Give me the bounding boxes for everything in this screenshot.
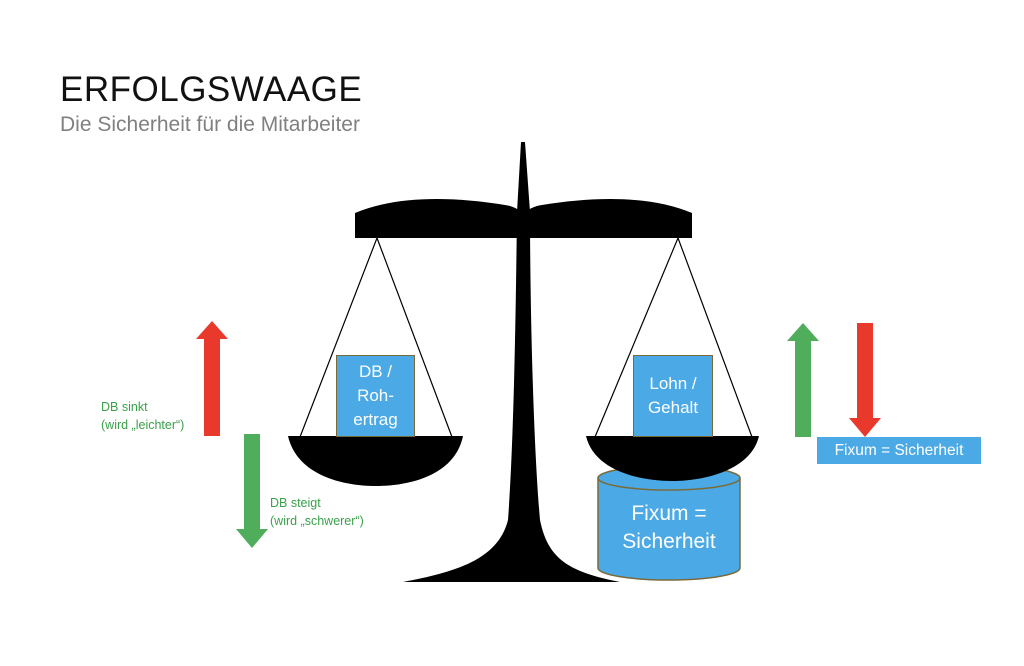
- lohn-gehalt-box: Lohn / Gehalt: [633, 355, 713, 437]
- right-pan-string-left: [594, 237, 679, 438]
- db-sinkt-label: DB sinkt (wird „leichter“): [101, 400, 185, 432]
- scale-stand: [403, 210, 620, 582]
- db-rohertrag-box: DB / Roh- ertrag: [336, 355, 415, 437]
- green-up-arrow-right: [787, 323, 819, 437]
- left-pan: [288, 436, 463, 486]
- db-steigt-label: DB steigt (wird „schwerer“): [270, 496, 364, 528]
- left-pan-string-left: [299, 237, 378, 438]
- left-pan-string-right: [376, 237, 453, 438]
- scale-beam: [355, 199, 692, 238]
- red-down-arrow-right: [849, 323, 881, 437]
- fixum-sicherheit-badge: Fixum = Sicherheit: [817, 437, 981, 464]
- scale-spike: [517, 142, 530, 212]
- right-pan-string-right: [677, 237, 753, 438]
- fixum-sicherheit-cylinder-label: Fixum = Sicherheit: [622, 502, 716, 553]
- green-down-arrow-left: [236, 434, 268, 548]
- page-subtitle: Die Sicherheit für die Mitarbeiter: [60, 113, 360, 136]
- right-pan: [586, 436, 759, 481]
- red-up-arrow-left: [196, 321, 228, 436]
- page-title: ERFOLGSWAAGE: [60, 70, 363, 109]
